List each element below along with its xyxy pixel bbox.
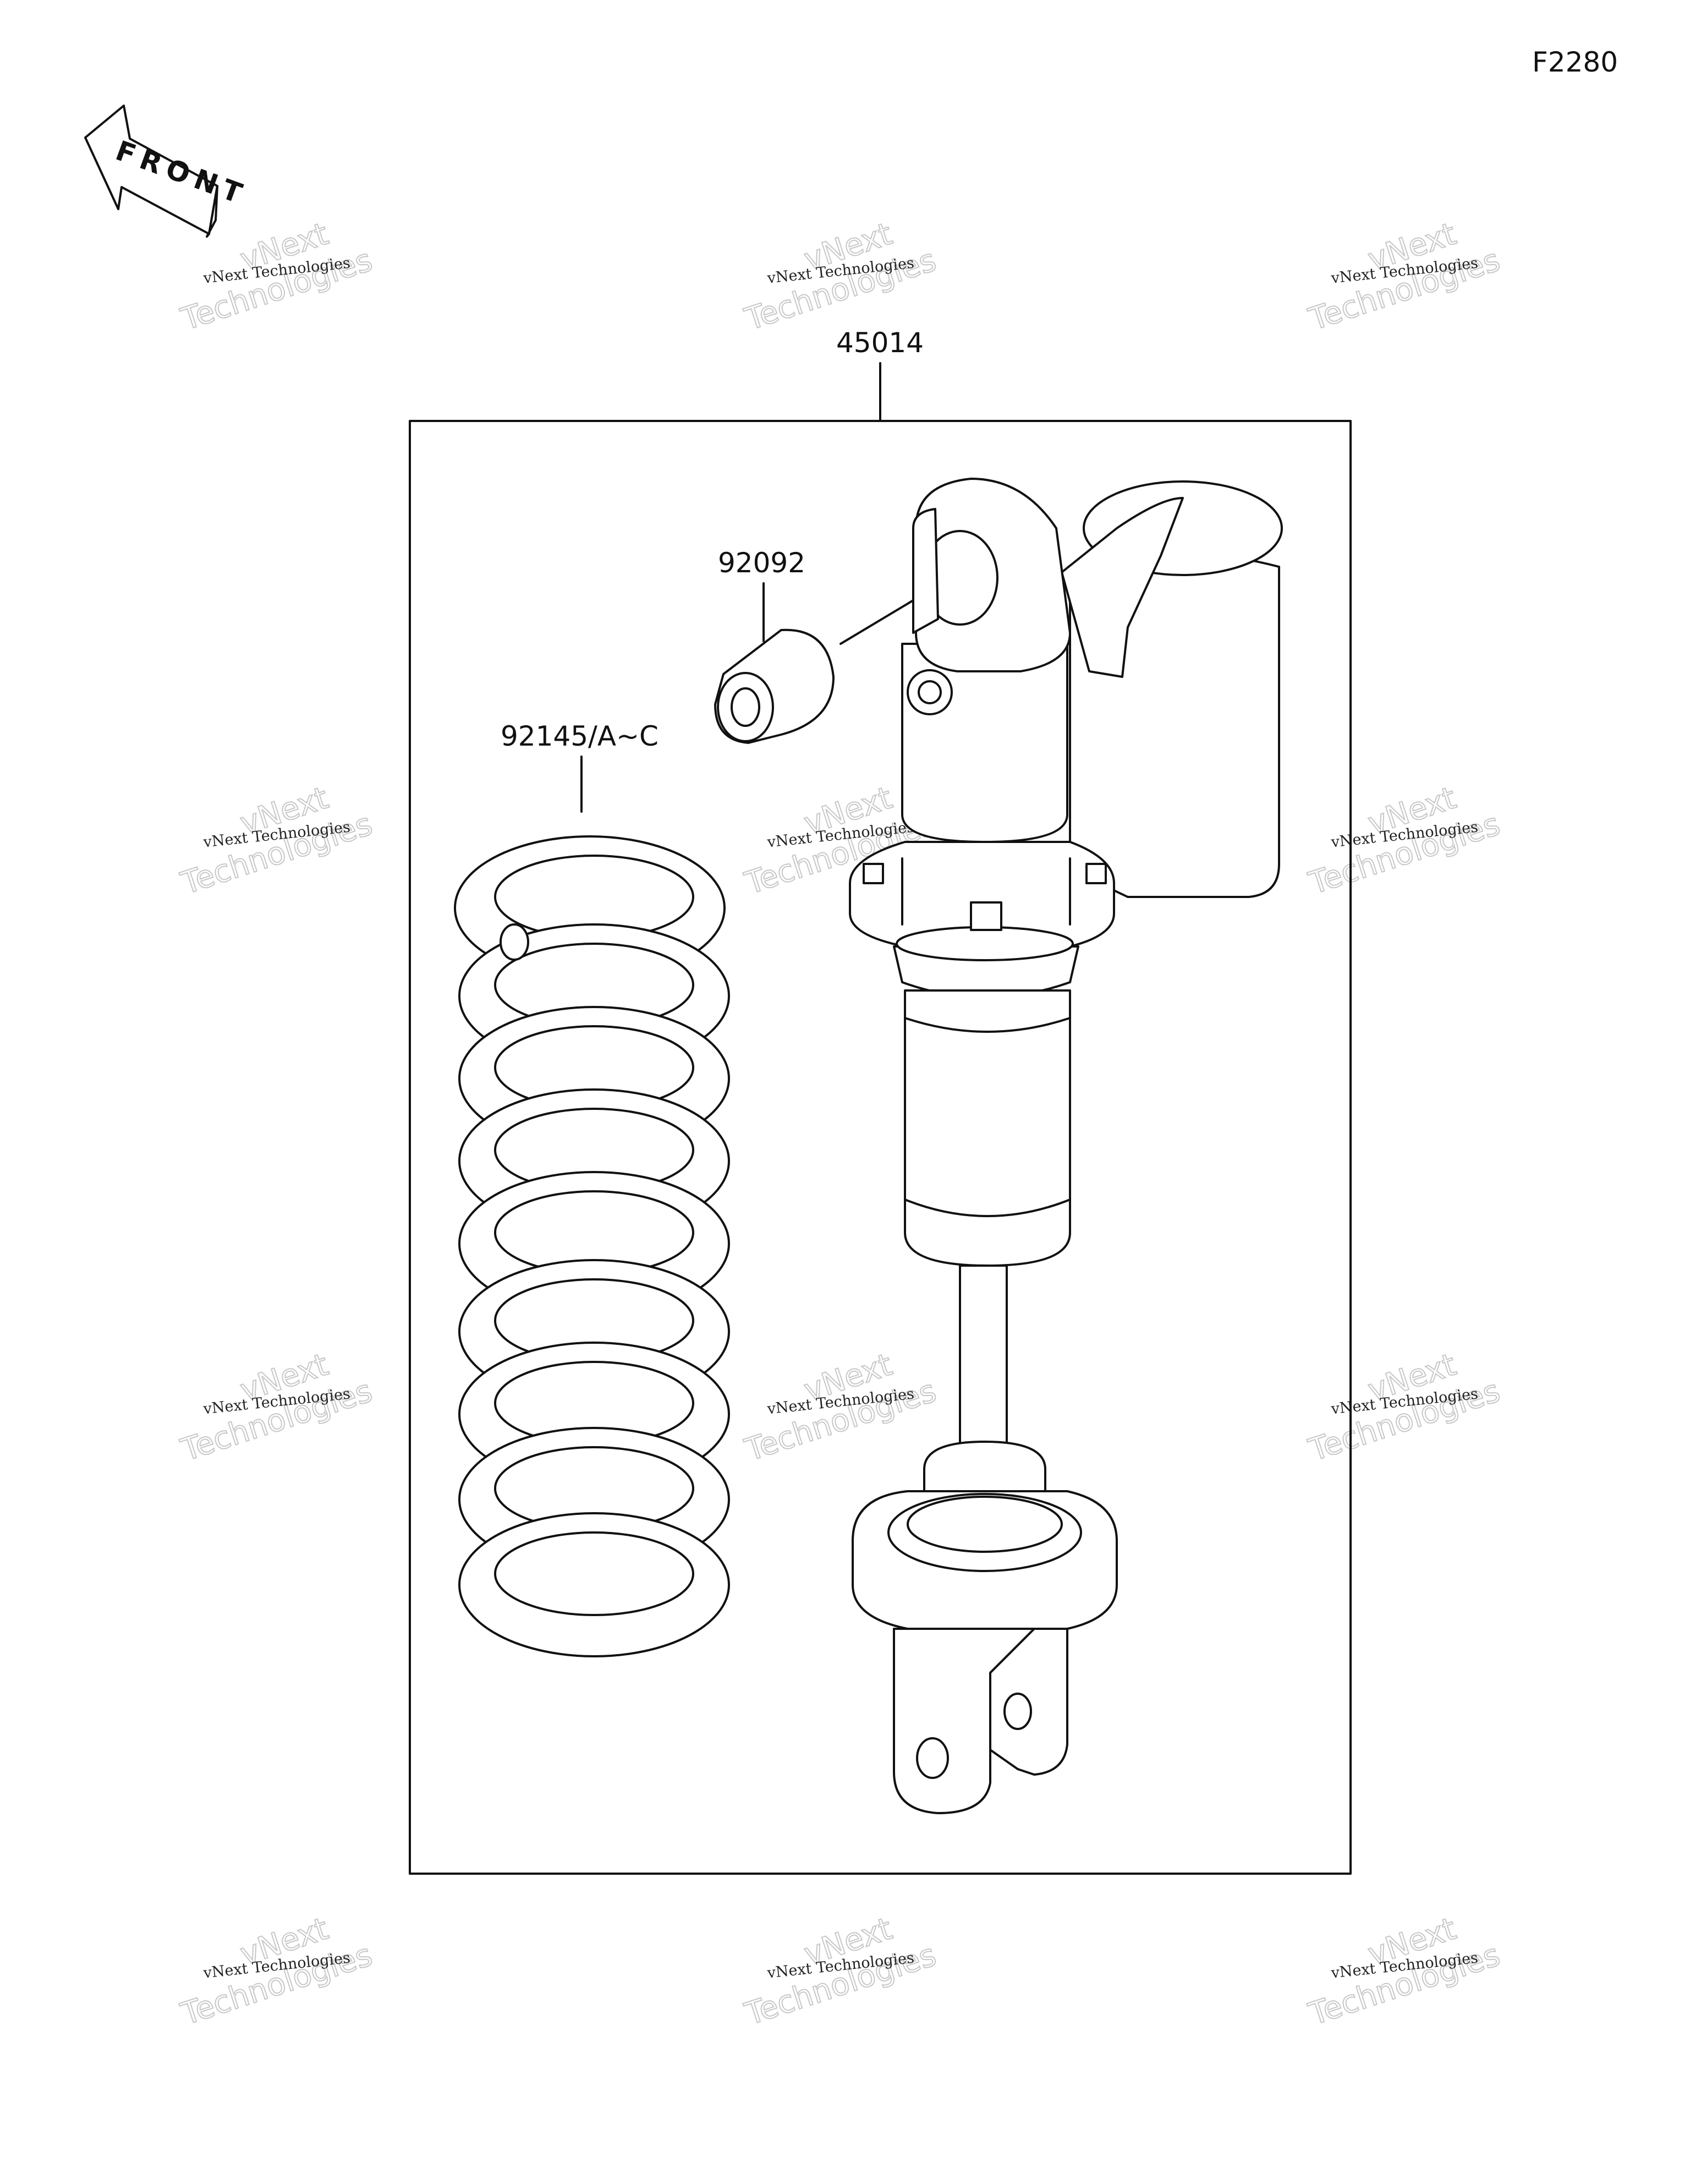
shock-absorber-45014 bbox=[849, 478, 1283, 1814]
bushing-92092 bbox=[714, 598, 917, 744]
part-label-92092: 92092 bbox=[718, 547, 805, 579]
part-label-92145: 92145/A~C bbox=[501, 720, 659, 752]
spring-wire-end bbox=[500, 923, 529, 961]
figure-code: F2280 bbox=[1532, 46, 1618, 78]
coil-spring-92145 bbox=[454, 835, 730, 1657]
front-arrow-icon: FRONT bbox=[84, 105, 253, 238]
part-label-45014: 45014 bbox=[836, 327, 924, 359]
spring-coil-inner bbox=[494, 1531, 694, 1616]
